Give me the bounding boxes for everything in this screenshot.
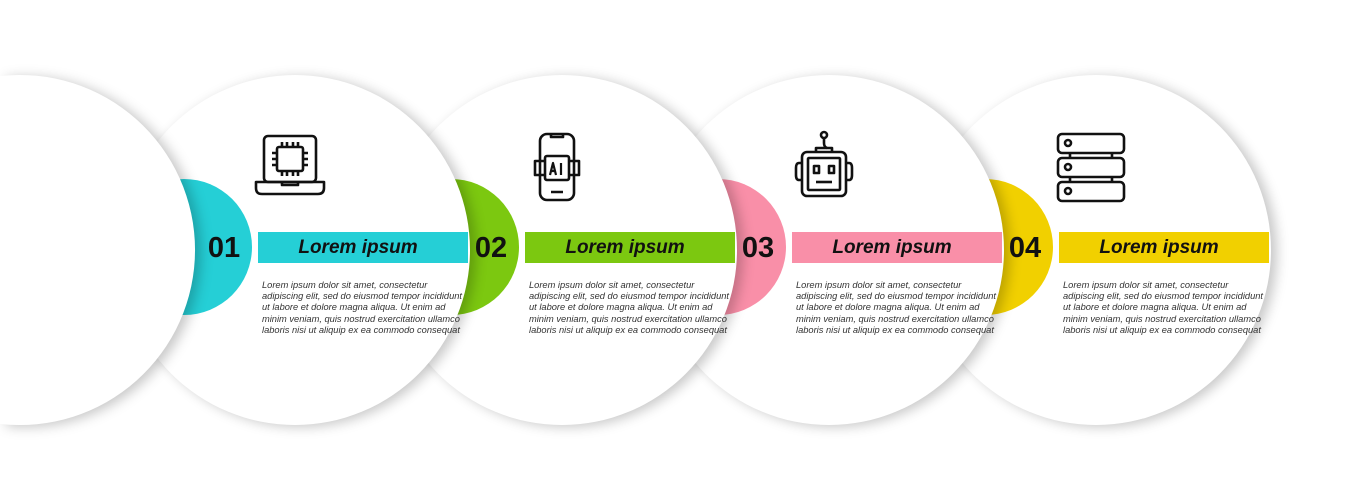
laptop-chip-icon [250,130,330,205]
leading-circle [0,75,200,425]
step-description: Lorem ipsum dolor sit amet, consectetur … [1063,280,1263,335]
step-title: Lorem ipsum [298,237,418,258]
step-description: Lorem ipsum dolor sit amet, consectetur … [796,280,996,335]
ai-smartphone-icon [517,130,597,205]
step-title-bar [258,232,468,263]
step-title-bar [525,232,735,263]
step-number: 03 [741,232,775,264]
step-description: Lorem ipsum dolor sit amet, consectetur … [529,280,729,335]
server-icon [1051,130,1131,205]
step-title: Lorem ipsum [565,237,685,258]
step-description: Lorem ipsum dolor sit amet, consectetur … [262,280,462,335]
step-number: 04 [1008,232,1042,264]
step-number: 01 [207,232,241,264]
step-title: Lorem ipsum [1099,237,1219,258]
step-circle: Lorem ipsum Lorem ipsum dolor sit amet, … [120,75,470,425]
step-number: 02 [474,232,508,264]
step-title: Lorem ipsum [832,237,952,258]
step-title-bar [1059,232,1269,263]
step-title-bar [792,232,1002,263]
robot-icon [784,130,864,205]
